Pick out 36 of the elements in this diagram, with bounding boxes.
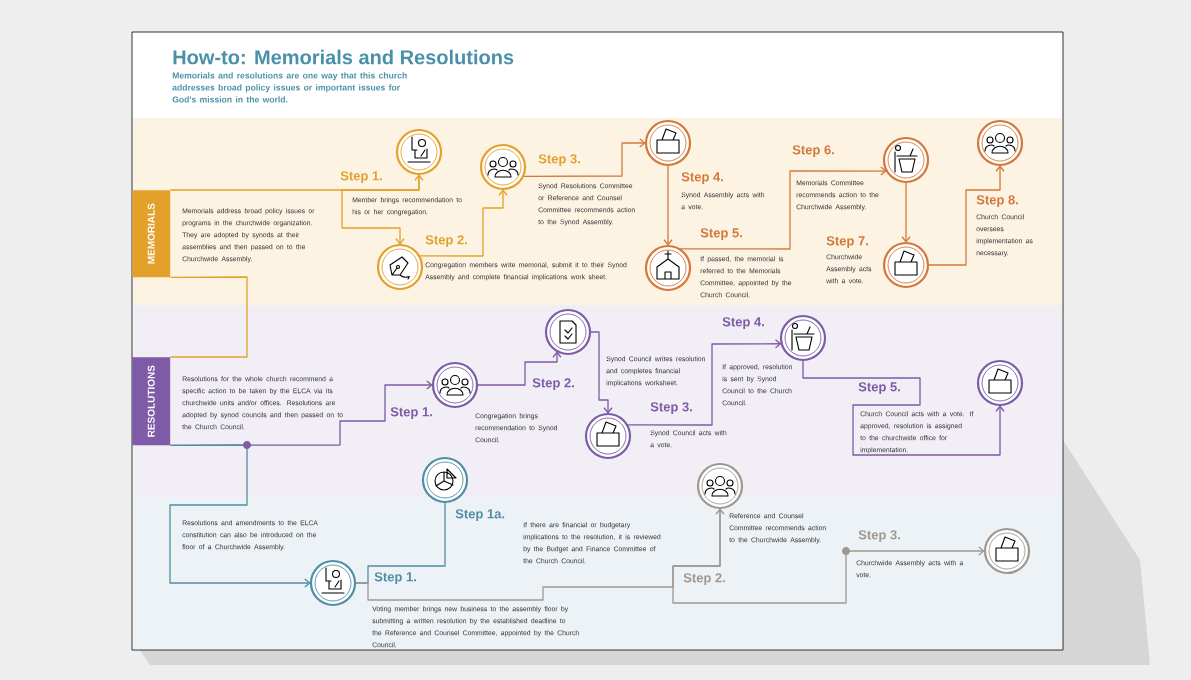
connector-arrow xyxy=(522,138,646,178)
step-label: Step 3. xyxy=(538,154,580,166)
step-label: Step 1a. xyxy=(455,509,505,521)
connector-arrow xyxy=(626,339,782,426)
connector-arrow xyxy=(678,166,887,250)
connector-arrow xyxy=(672,507,985,604)
step-label: Step 7. xyxy=(826,236,868,248)
connector-arrow xyxy=(354,508,725,601)
connector-arrow xyxy=(589,331,613,414)
step-label: Step 2. xyxy=(425,235,467,247)
connector-arrow xyxy=(341,173,420,245)
title: How-to: Memorials and Resolutions xyxy=(173,49,514,65)
subtitle: Memorials and resolutions are one way that this church addresses broad policy issues or important issues for God's mission in the world. xyxy=(172,72,407,103)
connector-arrow xyxy=(476,351,562,386)
connector-arrow xyxy=(927,165,1005,266)
connector-arrow xyxy=(418,189,508,257)
step-label: Step 5. xyxy=(858,382,900,394)
step-label: Step 3. xyxy=(858,530,900,542)
step-label: Step 4. xyxy=(722,317,764,329)
connector-arrow xyxy=(169,444,311,588)
step-label: Step 1. xyxy=(340,171,382,183)
connector-arrow xyxy=(169,174,424,191)
section-tab: MEMORIALS xyxy=(132,190,171,278)
step-label: Step 1. xyxy=(390,407,432,419)
step-label: Step 3. xyxy=(650,402,692,414)
step-label: Step 8. xyxy=(976,195,1018,207)
connector-arrow xyxy=(802,359,1005,456)
step-label: Step 4. xyxy=(681,172,723,184)
step-label: Step 1. xyxy=(374,572,416,584)
step-label: Step 2. xyxy=(683,573,725,585)
section-tab: RESOLUTIONS xyxy=(132,357,171,446)
connector-arrow xyxy=(901,181,911,243)
step-label: Step 2. xyxy=(532,378,574,390)
step-label: Step 5. xyxy=(700,228,742,240)
step-label: Step 6. xyxy=(792,145,834,157)
connector-arrow xyxy=(663,164,673,246)
